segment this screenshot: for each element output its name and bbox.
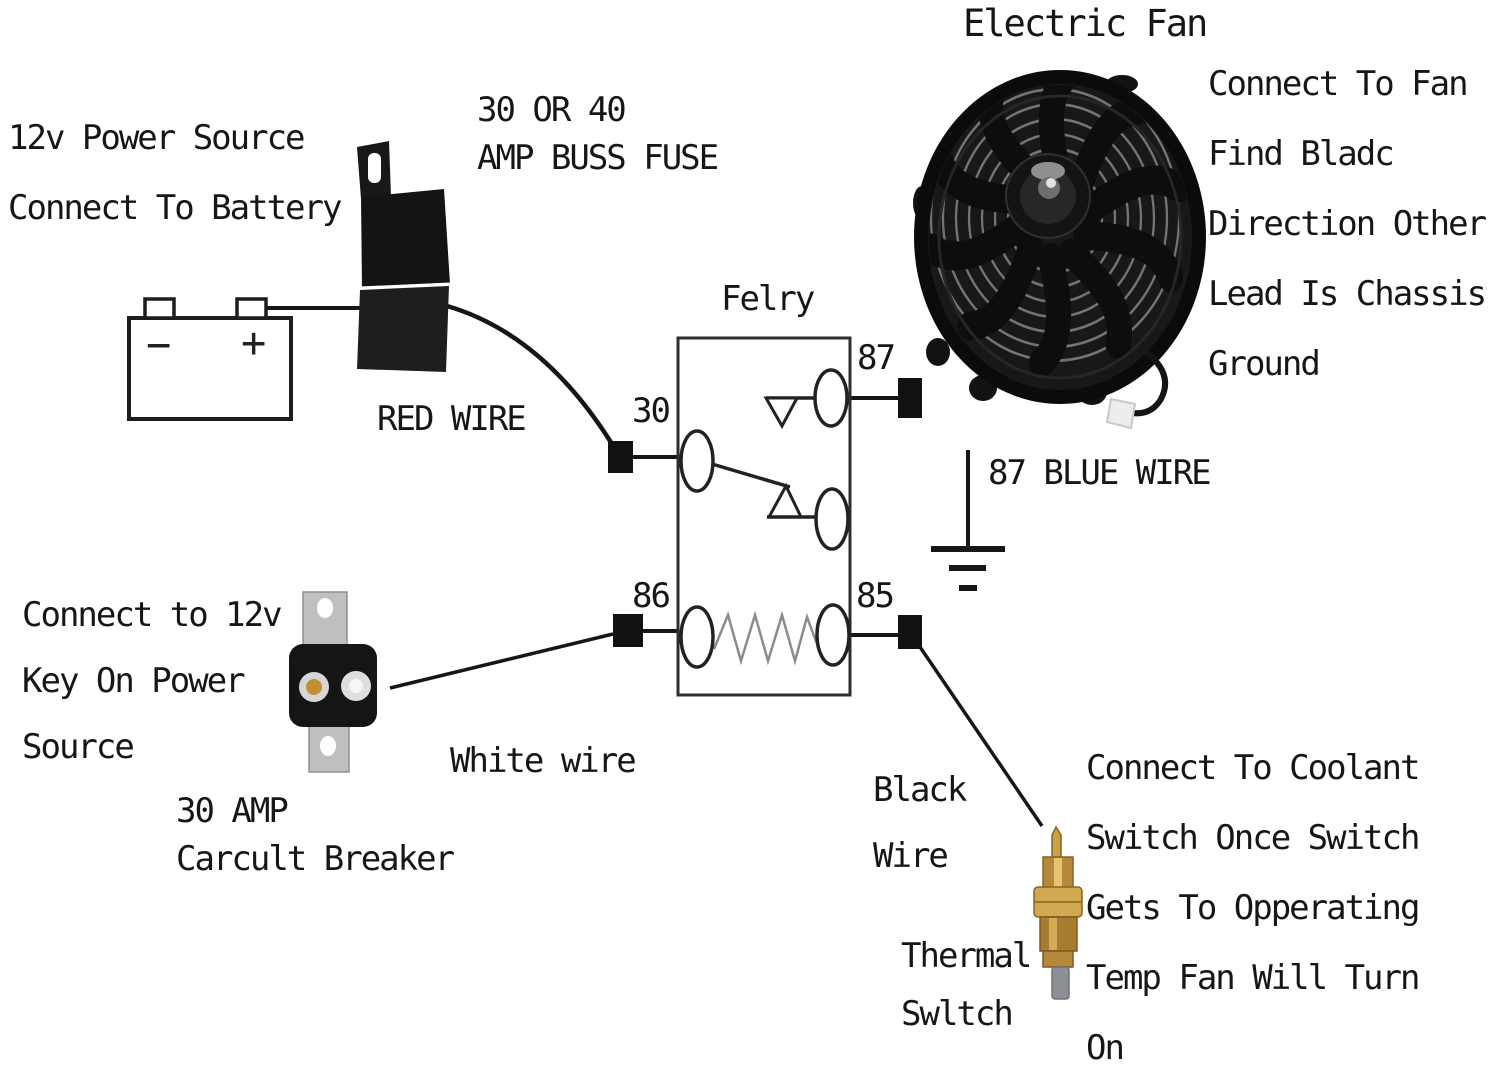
sensor-pin xyxy=(1051,825,1062,859)
battery-plus-symbol: + xyxy=(241,318,267,367)
red-wire-curve xyxy=(446,303,614,446)
breaker-body xyxy=(289,644,377,727)
fan-hub xyxy=(1005,153,1091,239)
circuit-breaker xyxy=(289,591,377,773)
battery xyxy=(127,297,293,421)
breaker-tab-top-hole xyxy=(317,598,333,618)
white-wire-label: White wire xyxy=(450,741,637,781)
breaker-label: 30 AMP Carcult Breaker xyxy=(176,791,455,879)
fan-note-label: Connect To Fan Find Bladc Direction Othe… xyxy=(1208,64,1487,384)
fan-tab-bottom-left xyxy=(926,338,950,366)
electric-fan-title: Electric Fan xyxy=(963,2,1208,45)
terminal-circle-85 xyxy=(815,603,851,667)
battery-terminal-positive xyxy=(235,297,268,320)
fan-rim-inner xyxy=(937,94,1183,380)
relay-title: Felry xyxy=(721,279,815,319)
terminal-86-label: 86 xyxy=(632,576,671,616)
relay-arm xyxy=(711,462,791,489)
fuse-holder-module xyxy=(357,141,451,372)
relay-box xyxy=(676,336,852,697)
connector-85 xyxy=(898,615,922,649)
blue-wire-label: 87 BLUE WIRE xyxy=(988,453,1212,493)
wires xyxy=(266,303,1044,827)
sensor-thread xyxy=(1042,950,1074,968)
terminal-85-label: 85 xyxy=(856,576,895,616)
terminal-circle-87 xyxy=(813,368,849,428)
fan-lead-wire xyxy=(1123,349,1168,417)
thermal-switch xyxy=(1033,825,1083,1000)
sensor-neck-highlight xyxy=(1054,858,1062,887)
fan-rim-outer xyxy=(914,70,1206,404)
sensor-body xyxy=(1039,916,1078,952)
battery-minus-symbol: − xyxy=(146,320,172,369)
power-source-label: 12v Power Source Connect To Battery xyxy=(8,118,342,228)
module-upper-body xyxy=(361,189,450,289)
fan-connector xyxy=(1105,397,1137,430)
terminal-87-label: 87 xyxy=(857,338,896,378)
red-wire-label: RED WIRE xyxy=(377,399,527,439)
fan-blades xyxy=(929,85,1191,378)
wire-connectors xyxy=(608,378,922,649)
ground-symbol xyxy=(931,450,1005,591)
connector-30 xyxy=(608,441,633,473)
module-lower-body xyxy=(357,286,449,372)
connector-86 xyxy=(613,614,643,647)
terminal-circle-86 xyxy=(679,605,715,669)
sensor-tip xyxy=(1051,966,1070,1000)
terminal-circle-30 xyxy=(679,429,715,493)
mount-tab-slot xyxy=(368,153,381,183)
breaker-tab-bottom-hole xyxy=(320,736,336,756)
connector-87 xyxy=(898,378,922,418)
black-wire-label: Black Wire xyxy=(873,770,967,876)
no-contact-triangle xyxy=(763,396,800,430)
white-wire-line xyxy=(389,632,614,690)
coolant-note-label: Connect To Coolant Switch Once Switch Ge… xyxy=(1086,748,1420,1068)
terminal-30-label: 30 xyxy=(632,391,671,431)
relay-coil xyxy=(712,610,819,666)
electric-fan xyxy=(913,70,1206,430)
battery-terminal-negative xyxy=(143,297,176,320)
thermal-switch-label: Thermal Swltch xyxy=(901,936,1032,1034)
battery-body xyxy=(127,316,293,421)
terminal-circle-87a xyxy=(814,487,850,551)
module-seam xyxy=(359,282,451,290)
buss-fuse-label: 30 OR 40 AMP BUSS FUSE xyxy=(477,90,719,178)
key-power-label: Connect to 12v Key On Power Source xyxy=(22,595,283,767)
black-wire-line xyxy=(918,646,1044,827)
